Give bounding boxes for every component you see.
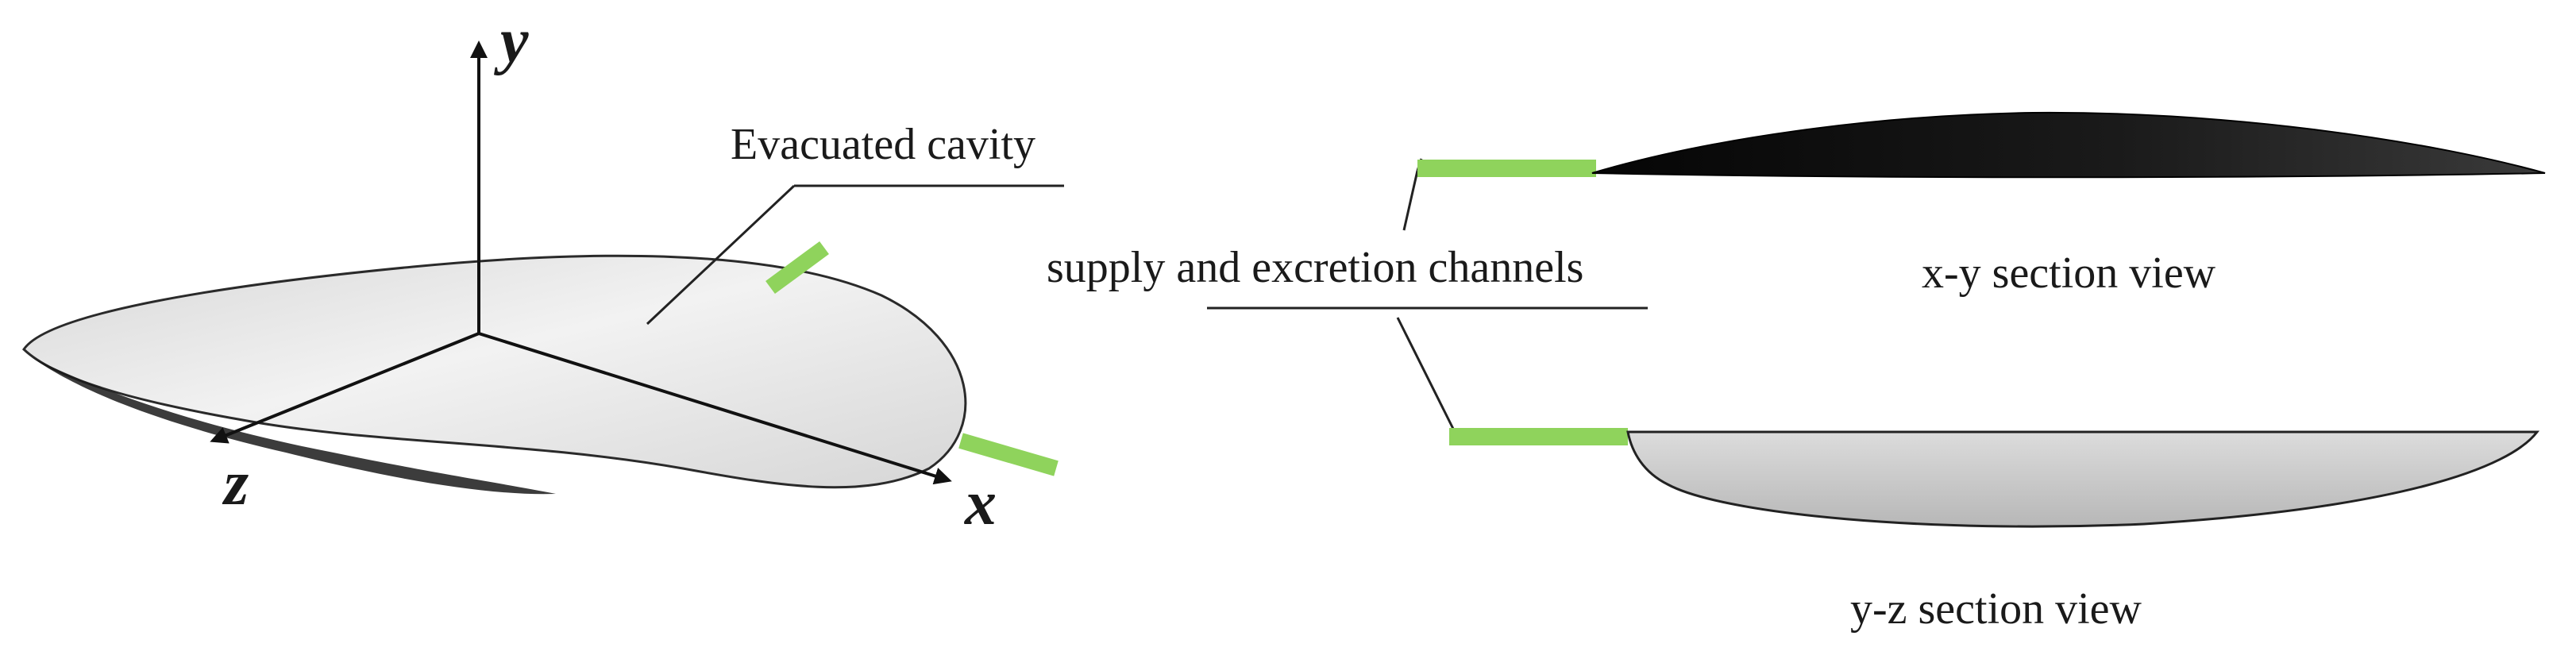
yz-section: y-z section view (1449, 428, 2540, 634)
y-axis-label: y (493, 6, 529, 76)
evacuated-cavity-label: Evacuated cavity (731, 120, 1035, 169)
xy-section-label: x-y section view (1922, 249, 2216, 298)
excretion-channel-3d (958, 433, 1059, 476)
x-axis-line (478, 332, 952, 485)
yz-section-label: y-z section view (1850, 584, 2142, 634)
channels-label: supply and excretion channels (1047, 243, 1583, 292)
x-axis-label: x (964, 468, 997, 538)
supply-channel-3d (765, 241, 829, 295)
evacuated-cavity-leader-d (646, 184, 796, 326)
yz-section-shape (1626, 430, 2540, 528)
channels-leader-up (1402, 170, 1419, 231)
cavity-3d: y z x Evacuated cavity (22, 6, 1064, 538)
xy-section: x-y section view (1417, 111, 2546, 298)
cavity-body-shape (22, 254, 967, 489)
z-axis-label: z (222, 449, 249, 518)
channels-leader-down (1396, 317, 1455, 430)
channels-annotation: supply and excretion channels (1047, 158, 1648, 430)
z-axis-line (210, 332, 480, 444)
xy-section-shape (1591, 111, 2546, 179)
